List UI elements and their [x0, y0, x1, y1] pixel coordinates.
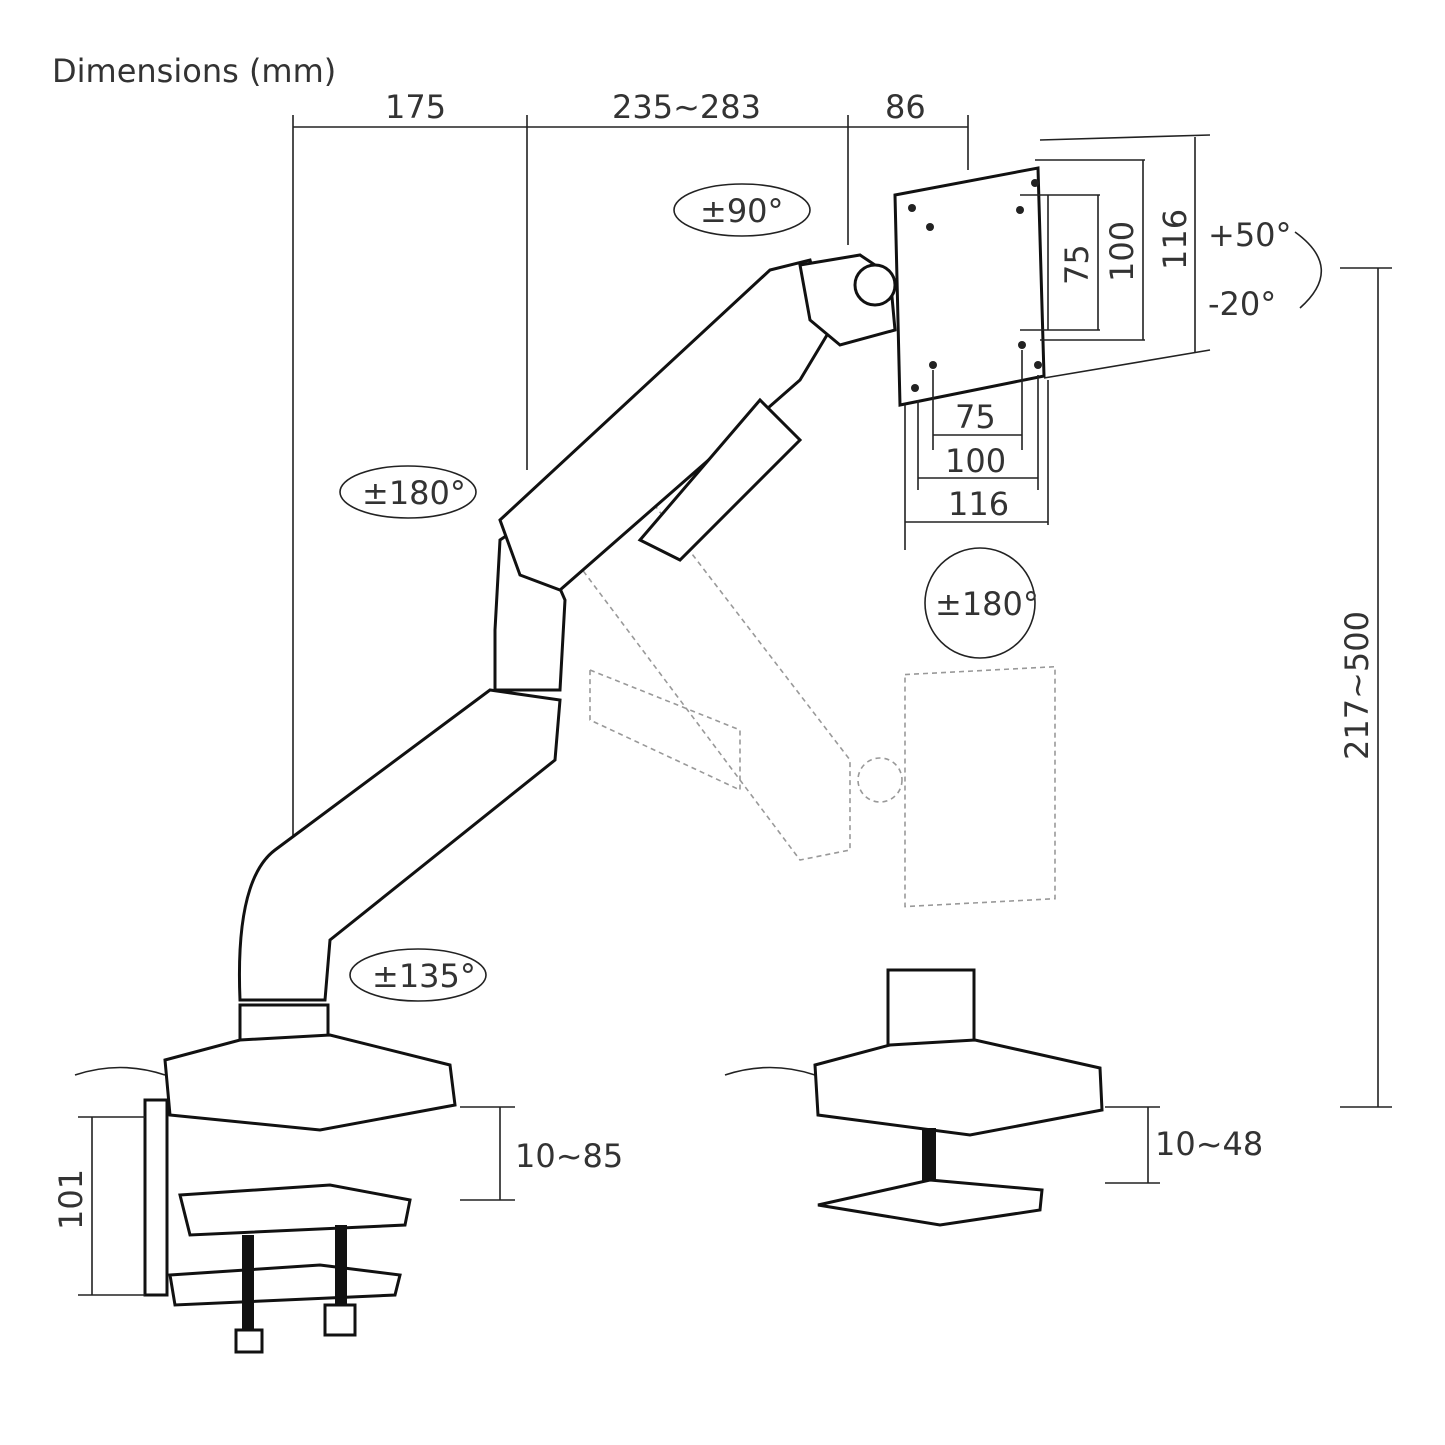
- vesa-h-100: 100: [945, 442, 1006, 480]
- top-dimension-line: [292, 115, 969, 840]
- rotation-arrow-icon: [339, 183, 1323, 1002]
- dim-base-to-elbow: 175: [385, 88, 446, 126]
- grommet-range: 10~48: [1155, 1125, 1263, 1163]
- rotation-screen: ±180°: [935, 585, 1039, 623]
- dim-arm-extension: 235~283: [612, 88, 761, 126]
- vesa-v-116: 116: [1156, 209, 1194, 270]
- height-dimension-line: [1340, 267, 1392, 1108]
- rotation-base: ±135°: [372, 957, 476, 995]
- tilt-down: -20°: [1208, 285, 1276, 323]
- grommet-dimension-line: [1105, 1106, 1160, 1184]
- clamp-dimension-lines: [78, 1106, 515, 1296]
- rotation-tilt-head: ±90°: [700, 192, 784, 230]
- vesa-dimension-lines: [904, 134, 1211, 550]
- tilt-up: +50°: [1208, 216, 1292, 254]
- lowered-position-ghost: [559, 459, 1056, 908]
- height-range: 217~500: [1338, 611, 1376, 760]
- rotation-elbow: ±180°: [362, 474, 466, 512]
- diagram-title: Dimensions (mm): [52, 52, 336, 90]
- vesa-plate: [893, 166, 1046, 407]
- dim-head: 86: [885, 88, 926, 126]
- monitor-arm: [237, 253, 897, 1062]
- vesa-v-75: 75: [1058, 244, 1096, 285]
- clamp-range: 10~85: [515, 1137, 623, 1175]
- clamp-height: 101: [52, 1169, 90, 1230]
- vesa-h-75: 75: [955, 398, 996, 436]
- vesa-v-100: 100: [1103, 221, 1141, 282]
- grommet-base: [724, 968, 1104, 1227]
- vesa-h-116: 116: [948, 485, 1009, 523]
- desk-clamp-base: [74, 1033, 457, 1354]
